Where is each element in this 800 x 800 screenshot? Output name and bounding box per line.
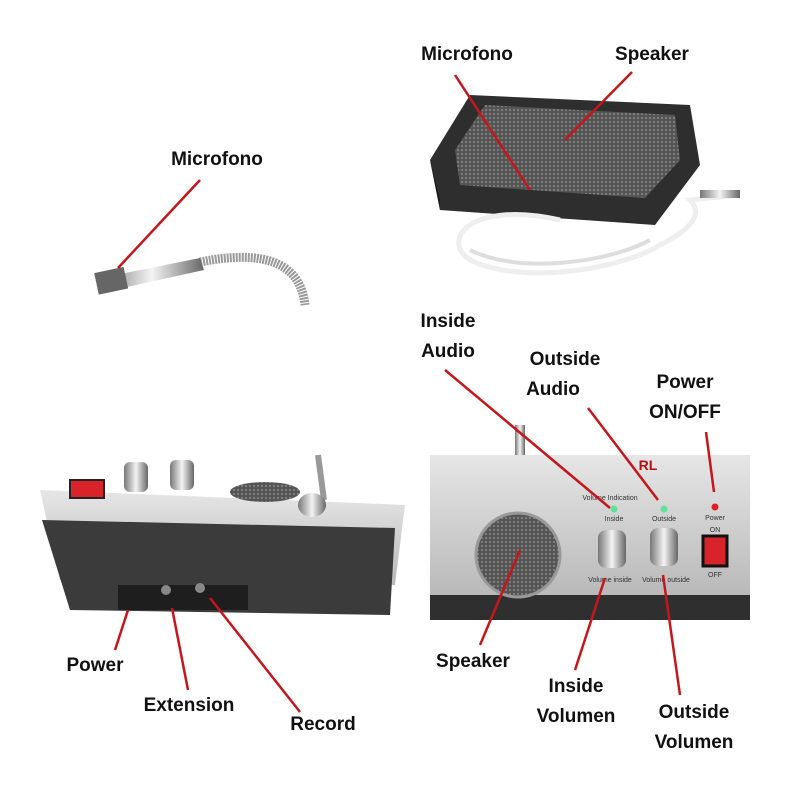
outside-text: Outside bbox=[652, 516, 676, 523]
label-power-onoff-2: ON/OFF bbox=[649, 402, 721, 423]
gooseneck-microphone bbox=[94, 252, 310, 306]
label-outside-volumen-1: Outside bbox=[659, 702, 730, 723]
device-front-view: RL Volume Indication Inside Outside Powe… bbox=[430, 425, 750, 620]
inside-volume-knob[interactable] bbox=[598, 530, 626, 568]
label-inside-volumen-2: Volumen bbox=[537, 706, 616, 727]
outside-volume-knob[interactable] bbox=[650, 528, 678, 566]
inside-text: Inside bbox=[605, 516, 624, 523]
label-microfono-pad: Microfono bbox=[421, 44, 513, 65]
inside-led bbox=[610, 505, 618, 513]
label-outside-audio-2: Audio bbox=[526, 379, 580, 400]
label-speaker-front: Speaker bbox=[436, 651, 511, 672]
volume-outside-text: Volume outside bbox=[642, 577, 690, 584]
label-inside-volumen-1: Inside bbox=[549, 676, 604, 697]
power-switch[interactable] bbox=[701, 534, 729, 568]
off-text: OFF bbox=[708, 572, 722, 579]
label-inside-audio-2: Audio bbox=[421, 341, 475, 362]
label-speaker-pad: Speaker bbox=[615, 44, 690, 65]
label-inside-audio-1: Inside bbox=[421, 311, 476, 332]
label-microfono-gooseneck: Microfono bbox=[171, 149, 263, 170]
label-extension: Extension bbox=[144, 695, 235, 716]
label-outside-audio-1: Outside bbox=[530, 349, 601, 370]
volume-inside-text: Volume inside bbox=[588, 577, 632, 584]
callout-lines bbox=[113, 71, 716, 713]
power-text: Power bbox=[705, 515, 726, 522]
pad-microphone-speaker bbox=[430, 95, 741, 276]
device-rear-view bbox=[40, 454, 405, 615]
outside-led bbox=[660, 505, 668, 513]
label-outside-volumen-2: Volumen bbox=[655, 732, 734, 753]
power-led bbox=[711, 503, 719, 511]
on-text: ON bbox=[710, 527, 721, 534]
label-power-onoff-1: Power bbox=[656, 372, 714, 393]
label-record: Record bbox=[290, 714, 355, 735]
label-power: Power bbox=[66, 655, 124, 676]
brand-logo: RL bbox=[639, 457, 658, 473]
volume-indication-text: Volume Indication bbox=[582, 495, 637, 502]
